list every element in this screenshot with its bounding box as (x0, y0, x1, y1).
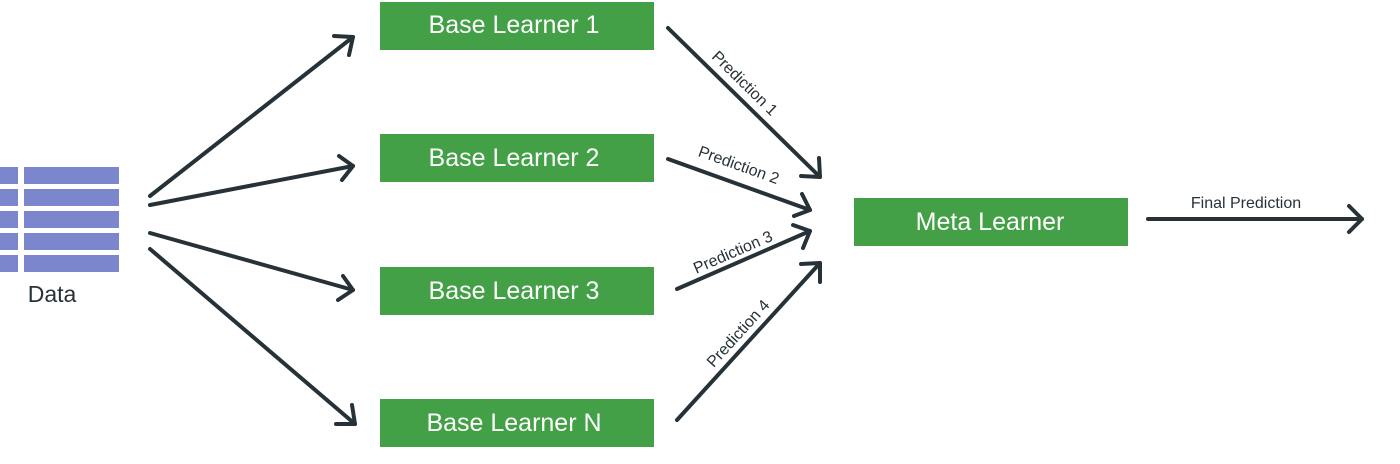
prediction-4-label: Prediction 4 (704, 297, 774, 371)
prediction-2-arrow (666, 157, 812, 218)
base-learner-2-label: Base Learner 2 (429, 144, 600, 172)
data-to-base-learner-2-arrow (148, 154, 355, 207)
base-learner-n-label: Base Learner N (426, 409, 601, 437)
data-to-base-learner-n-arrow (148, 247, 357, 426)
base-learner-1-box: Base Learner 1 (380, 2, 654, 50)
prediction-2-label: Prediction 2 (696, 143, 781, 188)
data-label: Data (28, 281, 77, 307)
data-to-base-learner-1-arrow (148, 34, 355, 198)
final-prediction-label: Final Prediction (1191, 195, 1301, 212)
base-learner-3-label: Base Learner 3 (429, 277, 600, 305)
base-learner-1-label: Base Learner 1 (429, 11, 600, 39)
base-learner-3-box: Base Learner 3 (380, 267, 654, 315)
final-prediction-arrow (1146, 204, 1364, 234)
table-icon (0, 167, 119, 272)
base-learner-n-box: Base Learner N (380, 399, 654, 447)
prediction-3-arrow (675, 223, 812, 291)
base-learner-2-box: Base Learner 2 (380, 134, 654, 182)
data-to-base-learner-3-arrow (148, 231, 355, 302)
prediction-1-label: Prediction 1 (708, 48, 780, 119)
meta-learner-box: Meta Learner (854, 198, 1128, 246)
prediction-4-arrow (675, 261, 822, 422)
meta-learner-label: Meta Learner (916, 208, 1065, 236)
prediction-1-arrow (666, 26, 822, 179)
